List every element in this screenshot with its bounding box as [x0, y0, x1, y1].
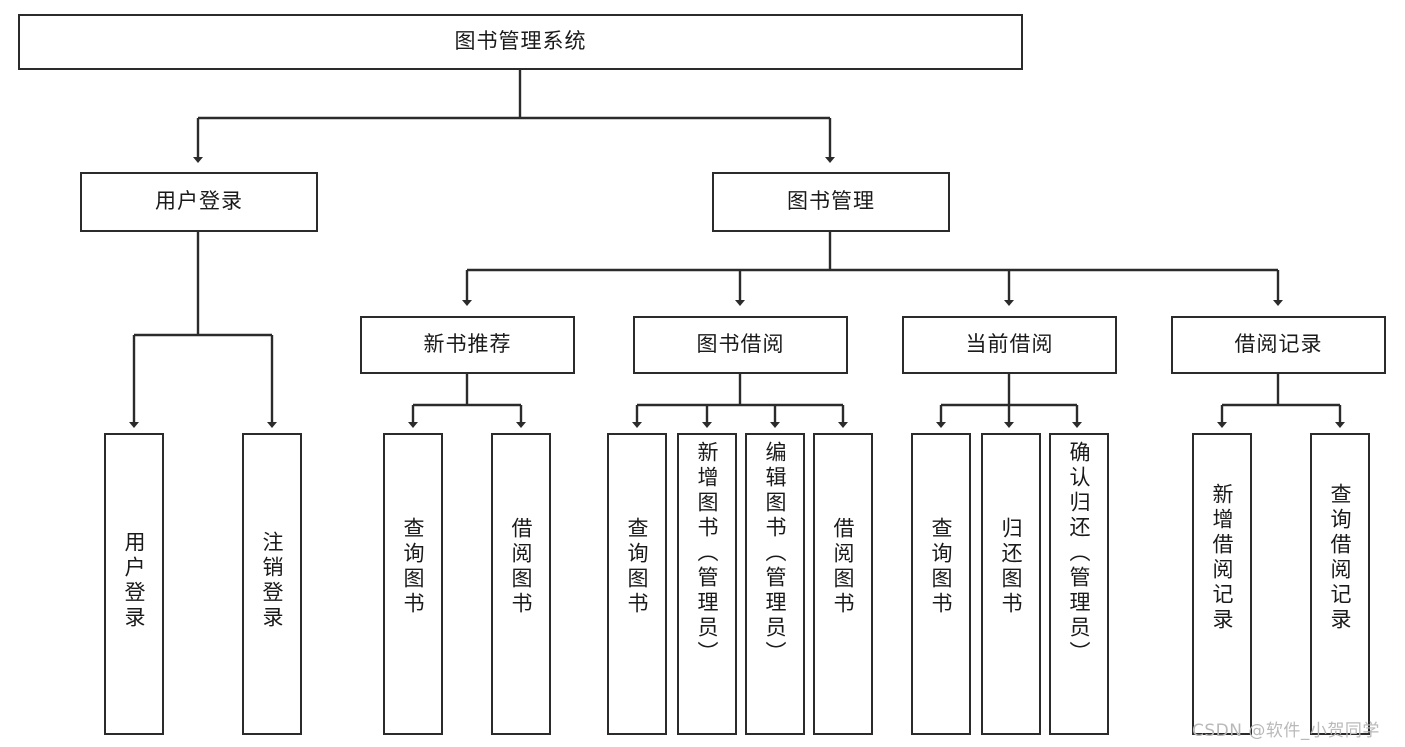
node-root-system-label: 图书管理系统 — [454, 29, 587, 54]
node-book-borrow-label: 图书借阅 — [696, 332, 785, 357]
leaf-borrow-record-query-label: 查询借阅记录 — [1328, 483, 1353, 633]
leaf-borrow-record-add-label: 新增借阅记录 — [1210, 483, 1235, 633]
leaf-user-login-logout-label: 注销登录 — [260, 531, 285, 631]
leaf-book-borrow-borrow[interactable]: 借阅图书 — [813, 433, 873, 735]
leaf-book-borrow-query[interactable]: 查询图书 — [607, 433, 667, 735]
leaf-new-book-query-label: 查询图书 — [401, 517, 426, 617]
node-current-borrow[interactable]: 当前借阅 — [902, 316, 1117, 374]
leaf-current-borrow-query[interactable]: 查询图书 — [911, 433, 971, 735]
leaf-new-book-borrow-label: 借阅图书 — [509, 517, 534, 617]
leaf-book-borrow-add[interactable]: 新增图书（管理员） — [677, 433, 737, 735]
leaf-book-borrow-edit-label: 编辑图书（管理员） — [763, 441, 788, 666]
csdn-watermark: CSDN @软件_小贺同学 — [1192, 721, 1380, 741]
leaf-book-borrow-query-label: 查询图书 — [625, 517, 650, 617]
node-user-login-label: 用户登录 — [155, 189, 243, 214]
leaf-current-borrow-confirm[interactable]: 确认归还（管理员） — [1049, 433, 1109, 735]
node-book-manage-label: 图书管理 — [787, 189, 875, 214]
leaf-borrow-record-add[interactable]: 新增借阅记录 — [1192, 433, 1252, 735]
leaf-user-login-logout[interactable]: 注销登录 — [242, 433, 302, 735]
leaf-current-borrow-confirm-label: 确认归还（管理员） — [1067, 441, 1092, 666]
leaf-book-borrow-borrow-label: 借阅图书 — [831, 517, 856, 617]
node-new-book-recommend-label: 新书推荐 — [423, 332, 512, 357]
leaf-book-borrow-edit[interactable]: 编辑图书（管理员） — [745, 433, 805, 735]
leaf-new-book-borrow[interactable]: 借阅图书 — [491, 433, 551, 735]
leaf-new-book-query[interactable]: 查询图书 — [383, 433, 443, 735]
leaf-book-borrow-add-label: 新增图书（管理员） — [695, 441, 720, 666]
leaf-current-borrow-return-label: 归还图书 — [999, 517, 1024, 617]
leaf-user-login-login-label: 用户登录 — [122, 531, 147, 631]
leaf-borrow-record-query[interactable]: 查询借阅记录 — [1310, 433, 1370, 735]
node-current-borrow-label: 当前借阅 — [965, 332, 1054, 357]
node-root-system[interactable]: 图书管理系统 — [18, 14, 1023, 70]
node-new-book-recommend[interactable]: 新书推荐 — [360, 316, 575, 374]
node-borrow-record[interactable]: 借阅记录 — [1171, 316, 1386, 374]
node-user-login[interactable]: 用户登录 — [80, 172, 318, 232]
node-book-manage[interactable]: 图书管理 — [712, 172, 950, 232]
leaf-user-login-login[interactable]: 用户登录 — [104, 433, 164, 735]
node-borrow-record-label: 借阅记录 — [1234, 332, 1323, 357]
node-book-borrow[interactable]: 图书借阅 — [633, 316, 848, 374]
leaf-current-borrow-query-label: 查询图书 — [929, 517, 954, 617]
leaf-current-borrow-return[interactable]: 归还图书 — [981, 433, 1041, 735]
